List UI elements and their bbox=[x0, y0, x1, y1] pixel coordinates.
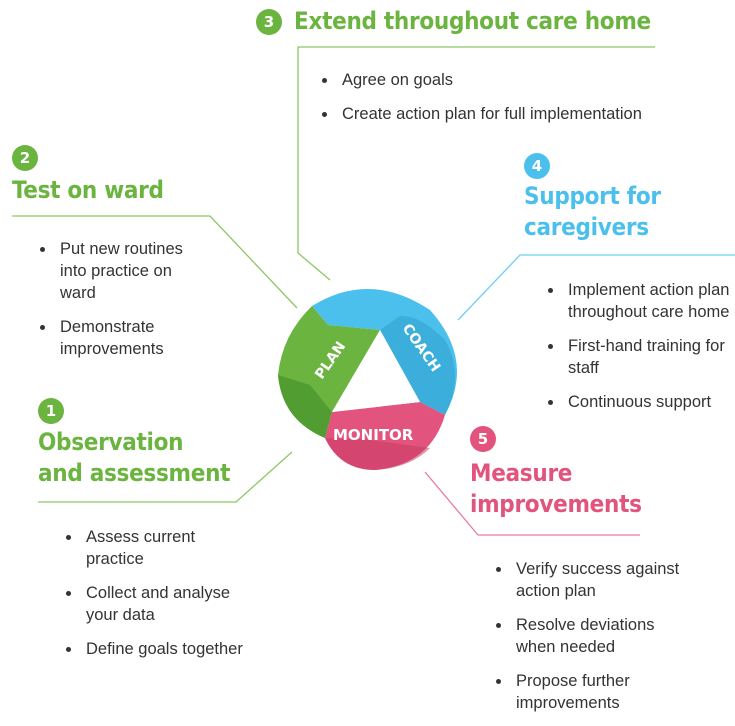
step-3-badge: 3 bbox=[256, 8, 282, 35]
step-4-item: Continuous support bbox=[542, 391, 732, 413]
step-5-item: Resolve deviations when needed bbox=[490, 614, 680, 658]
step-4: 4 Support for caregivers bbox=[524, 153, 661, 243]
step-4-item: First-hand training for staff bbox=[542, 335, 732, 379]
step-1-title-line-1: Observation bbox=[38, 428, 184, 456]
step-4-title-line-2: caregivers bbox=[524, 213, 649, 241]
connector-step-3 bbox=[297, 46, 655, 281]
step-5-title-line-2: improvements bbox=[470, 490, 642, 518]
step-2: 2 Test on ward bbox=[12, 145, 164, 206]
step-3: 3 Extend throughout care home bbox=[256, 6, 651, 37]
step-2-list: Put new routines into practice on ward D… bbox=[34, 238, 204, 372]
step-1-list: Assess current practice Collect and anal… bbox=[60, 526, 250, 672]
step-5-title-line-1: Measure bbox=[470, 459, 573, 487]
step-5: 5 Measure improvements bbox=[470, 426, 642, 520]
step-1-badge: 1 bbox=[38, 398, 64, 424]
step-5-item: Propose further improvements bbox=[490, 670, 680, 714]
step-2-title: Test on ward bbox=[12, 176, 164, 204]
cycle-diagram: PLAN COACH MONITOR bbox=[278, 288, 457, 470]
step-4-badge: 4 bbox=[524, 153, 550, 179]
step-2-item: Demonstrate improvements bbox=[34, 316, 204, 360]
step-4-list: Implement action plan throughout care ho… bbox=[542, 279, 732, 425]
step-5-badge: 5 bbox=[470, 426, 496, 452]
step-3-title: Extend throughout care home bbox=[294, 7, 651, 35]
step-5-list: Verify success against action plan Resol… bbox=[490, 558, 680, 726]
step-1-item: Assess current practice bbox=[60, 526, 250, 570]
connector-step-5 bbox=[424, 471, 640, 536]
step-1: 1 Observation and assessment bbox=[38, 398, 231, 489]
step-4-item: Implement action plan throughout care ho… bbox=[542, 279, 732, 323]
step-5-item: Verify success against action plan bbox=[490, 558, 680, 602]
step-1-item: Collect and analyse your data bbox=[60, 582, 250, 626]
step-4-title-line-1: Support for bbox=[524, 182, 661, 210]
step-1-item: Define goals together bbox=[60, 638, 250, 660]
monitor-label: MONITOR bbox=[333, 426, 414, 444]
step-1-title-line-2: and assessment bbox=[38, 459, 231, 487]
step-3-item: Agree on goals bbox=[316, 69, 716, 91]
connector-step-2 bbox=[12, 215, 298, 309]
step-3-list: Agree on goals Create action plan for fu… bbox=[316, 69, 716, 137]
step-2-item: Put new routines into practice on ward bbox=[34, 238, 204, 304]
connector-step-1 bbox=[38, 451, 293, 503]
step-3-item: Create action plan for full implementati… bbox=[316, 103, 716, 125]
connector-step-4 bbox=[457, 254, 735, 321]
step-2-badge: 2 bbox=[12, 145, 38, 171]
